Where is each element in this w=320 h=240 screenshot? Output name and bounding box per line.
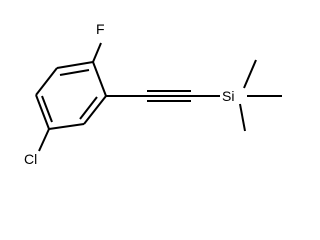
ring-bond-c5-c6 xyxy=(35,67,58,96)
silicon-label: Si xyxy=(222,88,234,104)
ring-bond-c1-c2 xyxy=(92,61,107,97)
chemical-structure: F Cl Si xyxy=(24,21,282,167)
ring-double-bond-left xyxy=(41,95,53,123)
benzene-ring xyxy=(35,61,107,130)
chlorine-label: Cl xyxy=(24,151,37,167)
ring-bond-c4-c5 xyxy=(35,94,50,130)
structure-canvas: F Cl Si xyxy=(24,21,282,167)
si-methyl-bond-up xyxy=(243,59,257,89)
bond-to-fluorine xyxy=(92,42,102,63)
bond-to-chlorine xyxy=(38,128,50,152)
fluorine-label: F xyxy=(96,21,105,37)
ring-bond-c2-c3 xyxy=(83,95,107,125)
si-methyl-bond-down xyxy=(239,103,246,132)
ring-double-bond-right xyxy=(79,96,98,120)
ring-bond-c3-c4 xyxy=(48,123,85,130)
ring-double-bond-top xyxy=(59,69,90,76)
triple-bond xyxy=(147,90,191,102)
ring-bond-c6-c1 xyxy=(56,61,94,69)
